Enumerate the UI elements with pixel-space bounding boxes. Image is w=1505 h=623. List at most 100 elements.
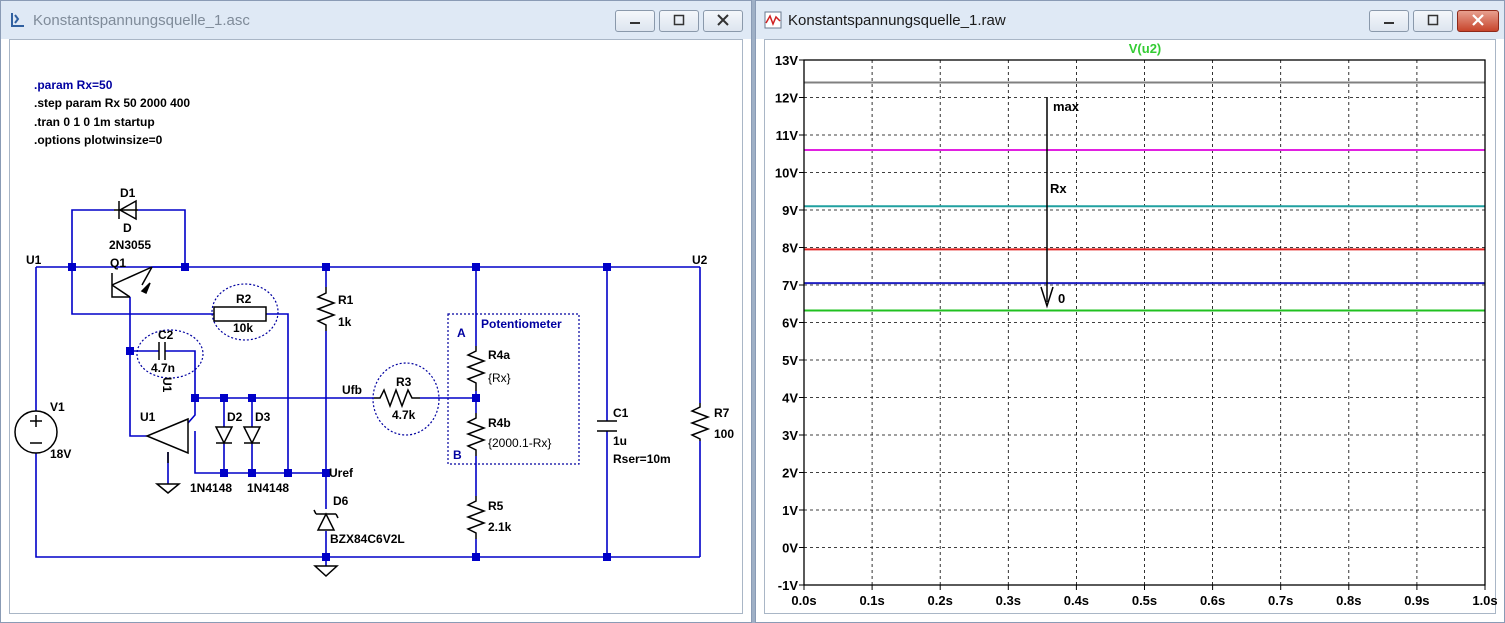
ltspice-schematic-icon bbox=[11, 13, 24, 27]
schematic-title: Konstantspannungsquelle_1.asc bbox=[33, 12, 250, 29]
c1-value: 1u bbox=[613, 434, 627, 448]
x-tick-label: 0.3s bbox=[996, 593, 1021, 608]
d3-symbol bbox=[242, 426, 262, 445]
c2-symbol bbox=[158, 342, 166, 360]
d6-symbol bbox=[316, 512, 336, 531]
waveform-close-button[interactable] bbox=[1457, 10, 1499, 32]
maximize-icon bbox=[1427, 14, 1439, 26]
v1-polarity bbox=[30, 415, 42, 444]
close-icon bbox=[1472, 14, 1484, 26]
waveform-maximize-button[interactable] bbox=[1413, 10, 1453, 32]
r7-name: R7 bbox=[714, 406, 730, 420]
schematic-window: Konstantspannungsquelle_1.asc .param Rx=… bbox=[0, 0, 752, 623]
c1-rser: Rser=10m bbox=[613, 452, 671, 466]
x-tick-label: 0.5s bbox=[1132, 593, 1157, 608]
r3-value: 4.7k bbox=[392, 408, 416, 422]
minimize-button[interactable] bbox=[615, 10, 655, 32]
y-tick-label: 7V bbox=[782, 278, 798, 293]
x-tick-label: 0.0s bbox=[791, 593, 816, 608]
y-tick-label: 13V bbox=[775, 53, 798, 68]
annotation-rx: Rx bbox=[1050, 181, 1067, 196]
directive-options: .options plotwinsize=0 bbox=[34, 133, 163, 147]
r4a-value: {Rx} bbox=[488, 371, 511, 385]
c1-symbol bbox=[597, 420, 617, 432]
d1-value: D bbox=[123, 221, 132, 235]
maximize-icon bbox=[673, 14, 685, 26]
d6-name: D6 bbox=[333, 494, 349, 508]
wires bbox=[35, 209, 701, 566]
r4b-symbol bbox=[465, 413, 487, 456]
r2-value: 10k bbox=[233, 321, 253, 335]
u1-symbol bbox=[145, 417, 189, 455]
d6-value: BZX84C6V2L bbox=[330, 532, 405, 546]
close-icon bbox=[717, 14, 729, 26]
d2-value: 1N4148 bbox=[190, 481, 232, 495]
schematic-canvas[interactable]: .param Rx=50 .step param Rx 50 2000 400 … bbox=[9, 39, 743, 614]
r4a-name: R4a bbox=[488, 348, 510, 362]
potentiometer-b-label: B bbox=[453, 448, 462, 462]
step-arrow bbox=[1040, 97, 1054, 309]
components bbox=[14, 199, 711, 578]
r5-value: 2.1k bbox=[488, 520, 512, 534]
waveform-app-icon bbox=[764, 11, 782, 29]
y-tick-label: -1V bbox=[778, 578, 799, 593]
waveform-titlebar[interactable]: Konstantspannungsquelle_1.raw bbox=[756, 1, 1504, 39]
x-tick-label: 0.7s bbox=[1268, 593, 1293, 608]
waveform-minimize-button[interactable] bbox=[1369, 10, 1409, 32]
y-tick-label: 8V bbox=[782, 241, 798, 256]
maximize-button[interactable] bbox=[659, 10, 699, 32]
r7-symbol bbox=[689, 403, 711, 441]
r2-symbol bbox=[213, 306, 267, 322]
trace-title[interactable]: V(u2) bbox=[1129, 41, 1162, 56]
waveform-title: Konstantspannungsquelle_1.raw bbox=[788, 12, 1006, 29]
net-u1-label: U1 bbox=[26, 253, 42, 267]
potentiometer-title: Potentiometer bbox=[481, 317, 562, 331]
v1-symbol bbox=[14, 410, 58, 454]
ground-d6 bbox=[313, 565, 339, 578]
x-tick-label: 0.6s bbox=[1200, 593, 1225, 608]
annotation-zero: 0 bbox=[1058, 291, 1065, 306]
c2-value: 4.7n bbox=[151, 361, 175, 375]
directive-step: .step param Rx 50 2000 400 bbox=[34, 96, 190, 110]
plot-traces bbox=[804, 81, 1485, 312]
y-tick-label: 5V bbox=[782, 353, 798, 368]
q1-name: Q1 bbox=[110, 256, 126, 270]
c2-name: C2 bbox=[158, 328, 174, 342]
r4b-name: R4b bbox=[488, 416, 511, 430]
y-tick-label: 2V bbox=[782, 466, 798, 481]
minimize-icon bbox=[1384, 22, 1394, 24]
schematic-drawing: .param Rx=50 .step param Rx 50 2000 400 … bbox=[14, 78, 734, 578]
plot-frame bbox=[803, 59, 1486, 586]
d1-name: D1 bbox=[120, 186, 136, 200]
r5-name: R5 bbox=[488, 499, 504, 513]
close-button[interactable] bbox=[703, 10, 743, 32]
x-tick-label: 0.4s bbox=[1064, 593, 1089, 608]
y-tick-label: 9V bbox=[782, 203, 798, 218]
potentiometer-a-label: A bbox=[457, 326, 466, 340]
q1-symbol bbox=[111, 273, 130, 298]
y-tick-label: 1V bbox=[782, 503, 798, 518]
schematic-titlebar[interactable]: Konstantspannungsquelle_1.asc bbox=[1, 1, 751, 39]
d2-name: D2 bbox=[227, 410, 243, 424]
annotation-max: max bbox=[1053, 99, 1080, 114]
y-tick-label: 4V bbox=[782, 391, 798, 406]
r7-value: 100 bbox=[714, 427, 734, 441]
ground-u1 bbox=[154, 483, 182, 494]
x-tick-label: 0.2s bbox=[928, 593, 953, 608]
v1-value: 18V bbox=[50, 447, 71, 461]
minimize-icon bbox=[630, 22, 640, 24]
net-u2-label: U2 bbox=[692, 253, 708, 267]
y-tick-label: 0V bbox=[782, 541, 798, 556]
r3-symbol bbox=[374, 387, 420, 409]
d2-symbol bbox=[214, 426, 234, 445]
r5-symbol bbox=[465, 496, 487, 539]
x-tick-label: 0.9s bbox=[1404, 593, 1429, 608]
v1-name: V1 bbox=[50, 400, 65, 414]
r4a-symbol bbox=[465, 346, 487, 391]
y-tick-label: 6V bbox=[782, 316, 798, 331]
net-ufb-label: Ufb bbox=[342, 383, 362, 397]
